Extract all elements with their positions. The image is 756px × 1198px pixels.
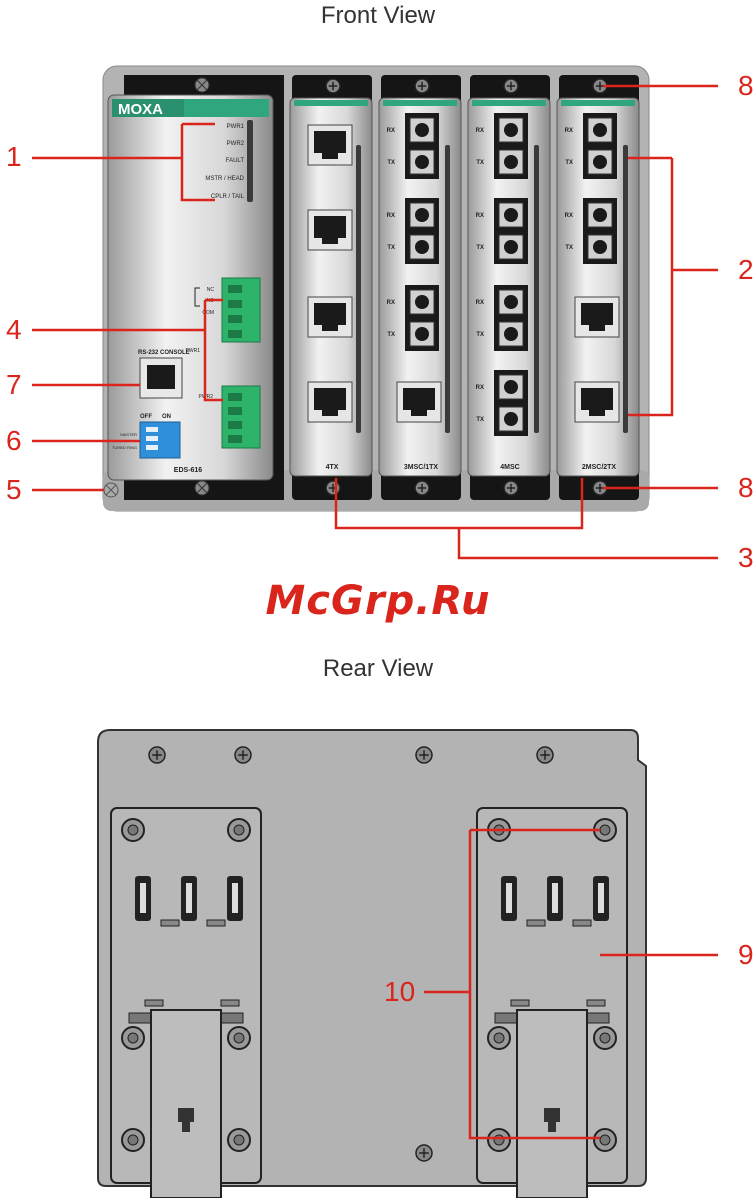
rear-view-diagram [0,688,756,1198]
din-rail-bracket-left [111,808,261,1198]
callout-8-bottom: 8 [738,474,754,502]
module-name: 3MSC/1TX [404,464,439,471]
din-clip [227,876,243,921]
screw-icon [415,481,429,495]
screw-icon [504,79,518,93]
screw-icon [195,481,209,495]
tx-label: TX [476,417,484,423]
mounting-hole [594,1129,616,1151]
tx-label: TX [476,160,484,166]
callout-7: 7 [6,371,22,399]
din-clip [593,876,609,921]
module-name: 2MSC/2TX [582,464,617,471]
brand-logo: MOXA [118,101,163,118]
callout-5: 5 [6,476,22,504]
dip-label: TURBO RING [112,445,137,450]
screw-icon [416,747,432,763]
led-label: PWR2 [227,141,245,147]
rx-label: RX [387,128,395,134]
tx-label: TX [387,160,395,166]
din-clip [135,876,151,921]
mounting-hole [122,1129,144,1151]
rx-label: RX [476,300,484,306]
mounting-hole [122,1027,144,1049]
rx-label: RX [476,213,484,219]
ground-screw-icon [104,483,118,497]
led-label: FAULT [226,158,245,164]
tx-label: TX [387,245,395,251]
tx-label: TX [387,332,395,338]
rx-label: RX [476,128,484,134]
module-name: 4MSC [500,464,519,471]
dip-on-label: ON [162,414,171,420]
rj45-port [308,297,352,337]
mounting-hole [228,1129,250,1151]
callout-2: 2 [738,256,754,284]
mounting-hole [122,819,144,841]
front-view-diagram: MOXA PWR1 PWR2 FAULT MSTR / HEAD CPLR / … [0,0,756,560]
din-clip [547,876,563,921]
main-module: MOXA PWR1 PWR2 FAULT MSTR / HEAD CPLR / … [108,75,284,500]
screw-icon [537,747,553,763]
rx-label: RX [476,385,484,391]
din-spring-latch [151,1010,221,1198]
callout-1: 1 [6,143,22,171]
callout-4: 4 [6,316,22,344]
screw-icon [195,78,209,92]
tx-label: TX [476,245,484,251]
screw-icon [415,79,429,93]
callout-9: 9 [738,941,754,969]
expansion-module: RX TX RX TX RX TX 3MSC/1TX [379,75,461,500]
led-label: CPLR / TAIL [211,194,245,200]
din-clip [181,876,197,921]
mounting-hole [594,1027,616,1049]
mounting-hole [488,1129,510,1151]
dip-label: MASTER [120,432,137,437]
mounting-hole [228,819,250,841]
model-label: EDS-616 [174,467,203,474]
rear-view-title: Rear View [0,655,756,683]
rj45-port [575,297,619,337]
dip-off-label: OFF [140,414,152,420]
rj45-port [308,125,352,165]
din-rail-bracket-right [477,808,627,1198]
expansion-module: RX TX RX TX 2MSC/2TX [557,75,639,500]
mounting-hole [228,1027,250,1049]
expansion-module: 4TX [290,75,372,500]
screw-icon [149,747,165,763]
led-label: PWR1 [227,124,245,130]
rj45-port [397,382,441,422]
callout-8-top: 8 [738,72,754,100]
screw-icon [504,481,518,495]
tx-label: TX [565,245,573,251]
console-label: RS-232 CONSOLE [138,350,190,356]
rj45-port [575,382,619,422]
screw-icon [235,747,251,763]
rx-label: RX [565,213,573,219]
rx-label: RX [565,128,573,134]
screw-icon [416,1145,432,1161]
rj45-port [308,382,352,422]
relay-label: NC [207,287,215,293]
tx-label: TX [565,160,573,166]
led-label: MSTR / HEAD [205,176,244,182]
tx-label: TX [476,332,484,338]
screw-icon [326,481,340,495]
rx-label: RX [387,300,395,306]
mounting-hole [488,1027,510,1049]
expansion-module: RX TX RX TX RX TX RX TX 4MSC [468,75,550,500]
callout-10: 10 [384,978,415,1006]
din-clip [501,876,517,921]
rj45-port [308,210,352,250]
screw-icon [326,79,340,93]
watermark: McGrp.Ru [0,578,756,624]
callout-3: 3 [738,544,754,572]
rx-label: RX [387,213,395,219]
callout-6: 6 [6,427,22,455]
din-spring-latch [517,1010,587,1198]
module-name: 4TX [326,464,339,471]
